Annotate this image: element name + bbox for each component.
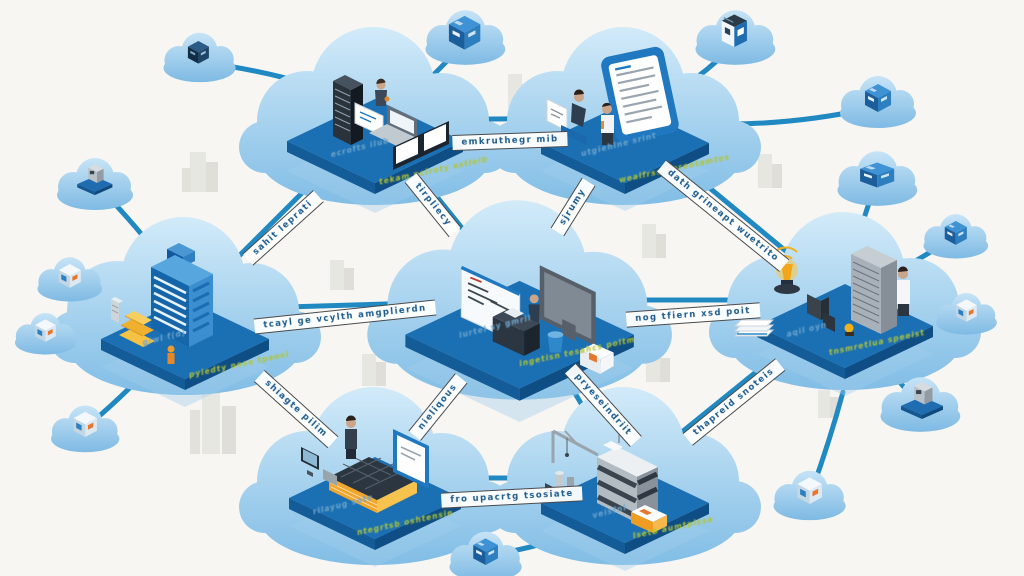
node-server-room-cloud bbox=[709, 212, 981, 396]
scene-training bbox=[289, 415, 461, 567]
scene-factory bbox=[541, 429, 709, 571]
package-box-icon bbox=[580, 343, 614, 374]
standing-person-figure bbox=[601, 102, 614, 145]
satellite-cloud-1 bbox=[163, 32, 236, 83]
crane-icon bbox=[551, 429, 599, 463]
worker-figure bbox=[167, 345, 175, 364]
waste-bin-icon bbox=[547, 331, 564, 353]
machine-icon bbox=[807, 294, 835, 332]
book-stack-icon bbox=[733, 319, 775, 337]
node-factory-cloud bbox=[489, 387, 761, 571]
satellite-cloud-14 bbox=[37, 257, 103, 302]
scene-control-center bbox=[405, 265, 634, 422]
node-control-center-cloud bbox=[367, 200, 672, 422]
node-training-cloud bbox=[239, 387, 511, 567]
seated-person-figure bbox=[561, 89, 587, 145]
satellite-cloud-12 bbox=[51, 405, 120, 453]
technician-figure bbox=[897, 266, 910, 316]
scene-workstation bbox=[287, 75, 463, 213]
satellite-cloud-2 bbox=[425, 10, 506, 65]
monitor-icon bbox=[393, 121, 449, 170]
large-monitor-icon bbox=[539, 265, 596, 346]
satellite-cloud-13 bbox=[57, 158, 133, 210]
satellite-cloud-4 bbox=[840, 76, 916, 128]
small-trophy-icon bbox=[844, 323, 854, 336]
satellite-cloud-6 bbox=[923, 214, 989, 259]
server-cabinet-icon bbox=[851, 246, 897, 334]
node-enterprise-cloud bbox=[49, 217, 321, 407]
satellite-cloud-3 bbox=[695, 10, 776, 65]
monument-icon bbox=[111, 297, 123, 323]
desk-monitor-icon bbox=[301, 447, 337, 486]
office-building-icon bbox=[151, 243, 213, 347]
scene-enterprise bbox=[101, 243, 269, 407]
tablet-icon bbox=[393, 429, 429, 489]
node-workstation-cloud bbox=[239, 27, 511, 213]
satellite-cloud-9 bbox=[773, 470, 846, 521]
person-figure bbox=[375, 78, 390, 106]
presenter-figure bbox=[345, 415, 357, 459]
laptop-icon bbox=[369, 105, 417, 147]
satellite-cloud-5 bbox=[837, 151, 918, 206]
pallet-box-icon bbox=[631, 505, 667, 533]
gold-stack-icon bbox=[119, 311, 155, 347]
printer-icon bbox=[492, 307, 540, 356]
scene-server-room bbox=[733, 246, 933, 396]
solar-book-icon bbox=[329, 457, 417, 513]
document-panel-icon bbox=[601, 46, 679, 143]
